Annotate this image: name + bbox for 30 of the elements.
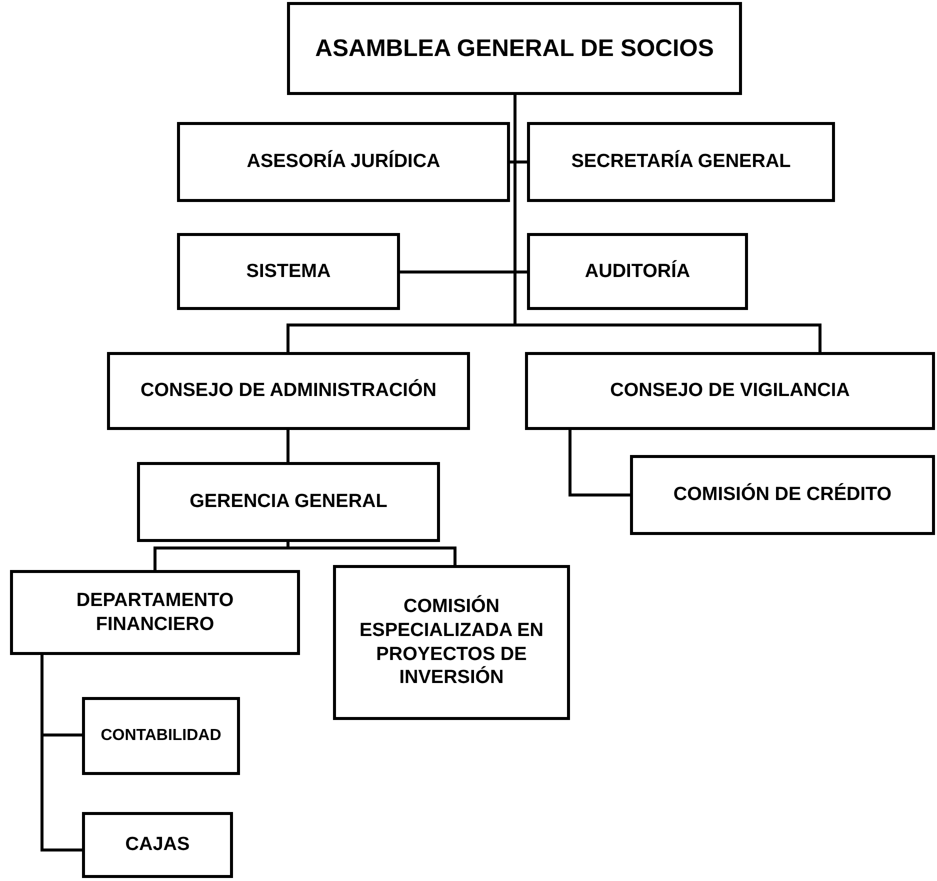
connector-line [286,542,456,565]
org-box [527,122,835,202]
box-label: CONSEJO DE VIGILANCIA [610,379,850,403]
box-label: DEPARTAMENTO FINANCIERO [75,588,235,636]
box-label: GERENCIA GENERAL [190,490,388,514]
box-label: SECRETARÍA GENERAL [571,150,791,174]
org-box [82,812,233,878]
org-box [177,233,400,310]
org-box [333,565,570,720]
org-box [82,697,240,775]
org-box [107,352,470,430]
org-box [137,462,440,542]
org-box [10,570,300,655]
box-label: COMISIÓN ESPECIALIZADA EN PROYECTOS DE INVERSIÓN [358,595,545,690]
org-box [527,233,748,310]
connector-line [568,430,630,496]
box-label: COMISIÓN DE CRÉDITO [673,483,892,507]
box-label: SISTEMA [246,260,331,284]
org-box [177,122,510,202]
org-box [287,2,742,95]
box-label: CONTABILIDAD [100,726,222,746]
box-label: AUDITORÍA [584,260,690,284]
box-label: ASESORÍA JURÍDICA [246,150,440,174]
box-label: CAJAS [125,833,190,857]
org-box [525,352,935,430]
org-box [630,455,935,535]
box-label: ASAMBLEA GENERAL DE SOCIOS [315,34,714,64]
connector-line [40,655,82,852]
box-label: CONSEJO DE ADMINISTRACIÓN [140,379,436,403]
connector-line [286,430,290,462]
